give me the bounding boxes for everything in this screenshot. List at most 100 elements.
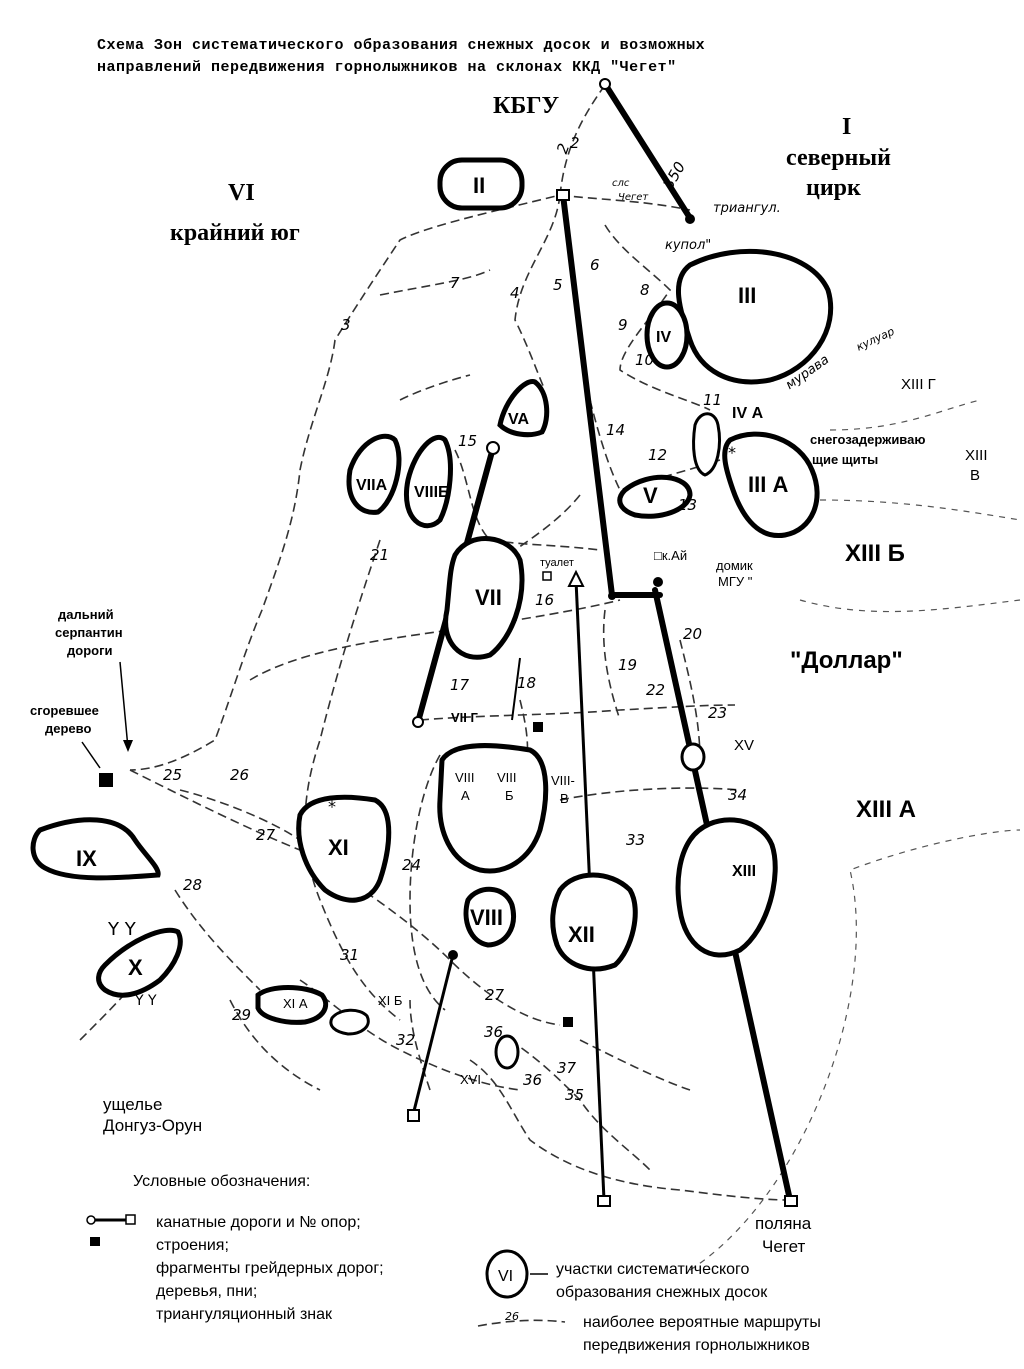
zone-xii: [550, 872, 638, 972]
map-symbols: Y Y Y Y * *: [99, 443, 736, 1027]
zone-label-xib: XI Б: [378, 993, 402, 1008]
note-domik-1: домик: [716, 558, 753, 573]
route-num-12: 12: [648, 446, 667, 464]
polyana-label-2: Чегет: [762, 1237, 806, 1256]
zone-label-xi: XI: [328, 835, 349, 860]
zone-label-x: X: [128, 955, 143, 980]
legend-zone-symbol: [485, 1249, 529, 1299]
zone-xib: [329, 1008, 370, 1036]
route-num-19: 19: [618, 656, 637, 674]
route-num-1: 2: [570, 134, 580, 152]
lift-station-kbgu: [556, 189, 570, 201]
zone-label-xv: XV: [734, 737, 754, 754]
note-triangul: триангул.: [713, 201, 781, 216]
legend-route-text-1: наиболее вероятные маршруты: [583, 1314, 821, 1331]
title-line-2: направлений передвижения горнолыжников н…: [97, 59, 677, 76]
zone-va: [497, 379, 550, 438]
lift-line-main-upper: [560, 192, 615, 598]
legend-route-symbol-label: 26: [505, 1310, 519, 1323]
legend-zone-text-1: участки систематического: [556, 1261, 750, 1278]
legend-route-symbol: [477, 1319, 566, 1327]
tree-symbol-xi: *: [328, 797, 336, 816]
polyana-label-1: поляна: [755, 1214, 812, 1233]
arrow-burnt: [81, 741, 101, 769]
zone-label-iiia: III А: [748, 472, 788, 497]
tree-symbol-iiia: *: [728, 443, 736, 462]
zone-label-viiiv-1: VIII-: [551, 773, 575, 788]
region-dollar: "Доллар": [790, 647, 903, 674]
legend-zone-symbol-label: VI: [498, 1268, 513, 1285]
route-num-37: 37: [557, 1059, 577, 1077]
note-far-serp-3: дороги: [67, 643, 112, 658]
legend: Условные обозначения: канатные дороги и …: [86, 1173, 821, 1354]
lift-line-south: [411, 954, 455, 1116]
note-far-serp-2: серпантин: [55, 625, 123, 640]
legend-lift-symbol: [86, 1214, 136, 1246]
lift-station-top: [599, 78, 611, 90]
note-far-serp-1: дальний: [58, 607, 114, 622]
zone-iiia: [722, 431, 820, 538]
gorge-label-1: ущелье: [103, 1095, 162, 1114]
zone-label-ii: II: [473, 173, 485, 198]
arrow-far-serp-head: [123, 740, 133, 752]
zone-viia: [346, 433, 402, 515]
zone-label-ix: IX: [76, 846, 97, 871]
tree-symbol-x: Y Y: [107, 919, 137, 940]
note-sls-2: Чегет: [618, 192, 649, 203]
region-xiii-g: XIII Г: [901, 376, 936, 393]
note-burnt-1: сгоревшее: [30, 703, 99, 718]
route-num-7: 7: [450, 274, 460, 292]
zone-label-viiia-1: VIII: [455, 770, 475, 785]
boundary-arc-a: [689, 829, 1021, 1271]
zone-label-iii: III: [738, 283, 756, 308]
snow-slab-zones: [30, 157, 834, 1070]
boundary-arc-c: [819, 499, 1021, 521]
route-num-36a: 36: [484, 1023, 503, 1041]
route-num-23: 23: [708, 704, 727, 722]
zone-vii: [443, 536, 525, 660]
zone-xvi: [494, 1034, 520, 1070]
region-xiii-v-2: В: [970, 467, 980, 484]
building-xvi: [563, 1017, 573, 1027]
region-xiii-a: XIII А: [856, 796, 916, 823]
region-xiii-b: XIII Б: [845, 540, 905, 567]
note-snow-shields-2: щие щиты: [812, 452, 878, 467]
region-north-number: I: [842, 114, 851, 140]
road-fragment-18: [511, 657, 521, 721]
legend-zone-text-2: образования снежных досок: [556, 1284, 768, 1301]
route-num-17: 17: [450, 676, 470, 694]
zone-label-viiib: VIIIБ: [414, 484, 450, 501]
zone-xia: [255, 985, 329, 1025]
gorge-label-2: Донгуз-Орун: [103, 1116, 202, 1135]
note-domik-2: МГУ ": [718, 574, 753, 589]
lift-station-mid: [608, 592, 616, 600]
legend-item-lifts: канатные дороги и № опор;: [156, 1214, 361, 1231]
lift-station-south-top: [448, 950, 458, 960]
lift-line-north: [602, 81, 693, 221]
lift-station-kai: [653, 577, 663, 587]
route-num-32: 32: [396, 1031, 415, 1049]
boundary-arc-d: [829, 399, 981, 431]
route-num-25: 25: [163, 766, 182, 784]
route-num-36b: 36: [523, 1071, 542, 1089]
zone-label-viiib2-2: Б: [505, 788, 514, 803]
zone-label-viig: VII Г: [451, 710, 479, 725]
route-num-27b: 27: [485, 986, 505, 1004]
legend-item-buildings: строения;: [156, 1237, 229, 1254]
route-num-16: 16: [535, 591, 554, 609]
lift-station-chair-top: [567, 569, 585, 587]
route-num-29: 29: [232, 1006, 251, 1024]
tree-symbol-burnt: [99, 773, 113, 787]
route-num-9: 9: [618, 316, 628, 334]
zone-label-vii: VII: [475, 585, 502, 610]
zone-iv: [644, 300, 690, 370]
note-snow-shields-1: снегозадерживаю: [810, 432, 925, 447]
route-num-6: 6: [590, 256, 600, 274]
note-kuluar: кулуар: [854, 325, 896, 354]
route-num-28: 28: [183, 876, 202, 894]
legend-route-text-2: передвижения горнолыжников: [583, 1337, 810, 1354]
zone-label-iva: IV А: [732, 405, 764, 422]
zone-xi: [296, 794, 392, 903]
route-num-8: 8: [640, 281, 650, 299]
